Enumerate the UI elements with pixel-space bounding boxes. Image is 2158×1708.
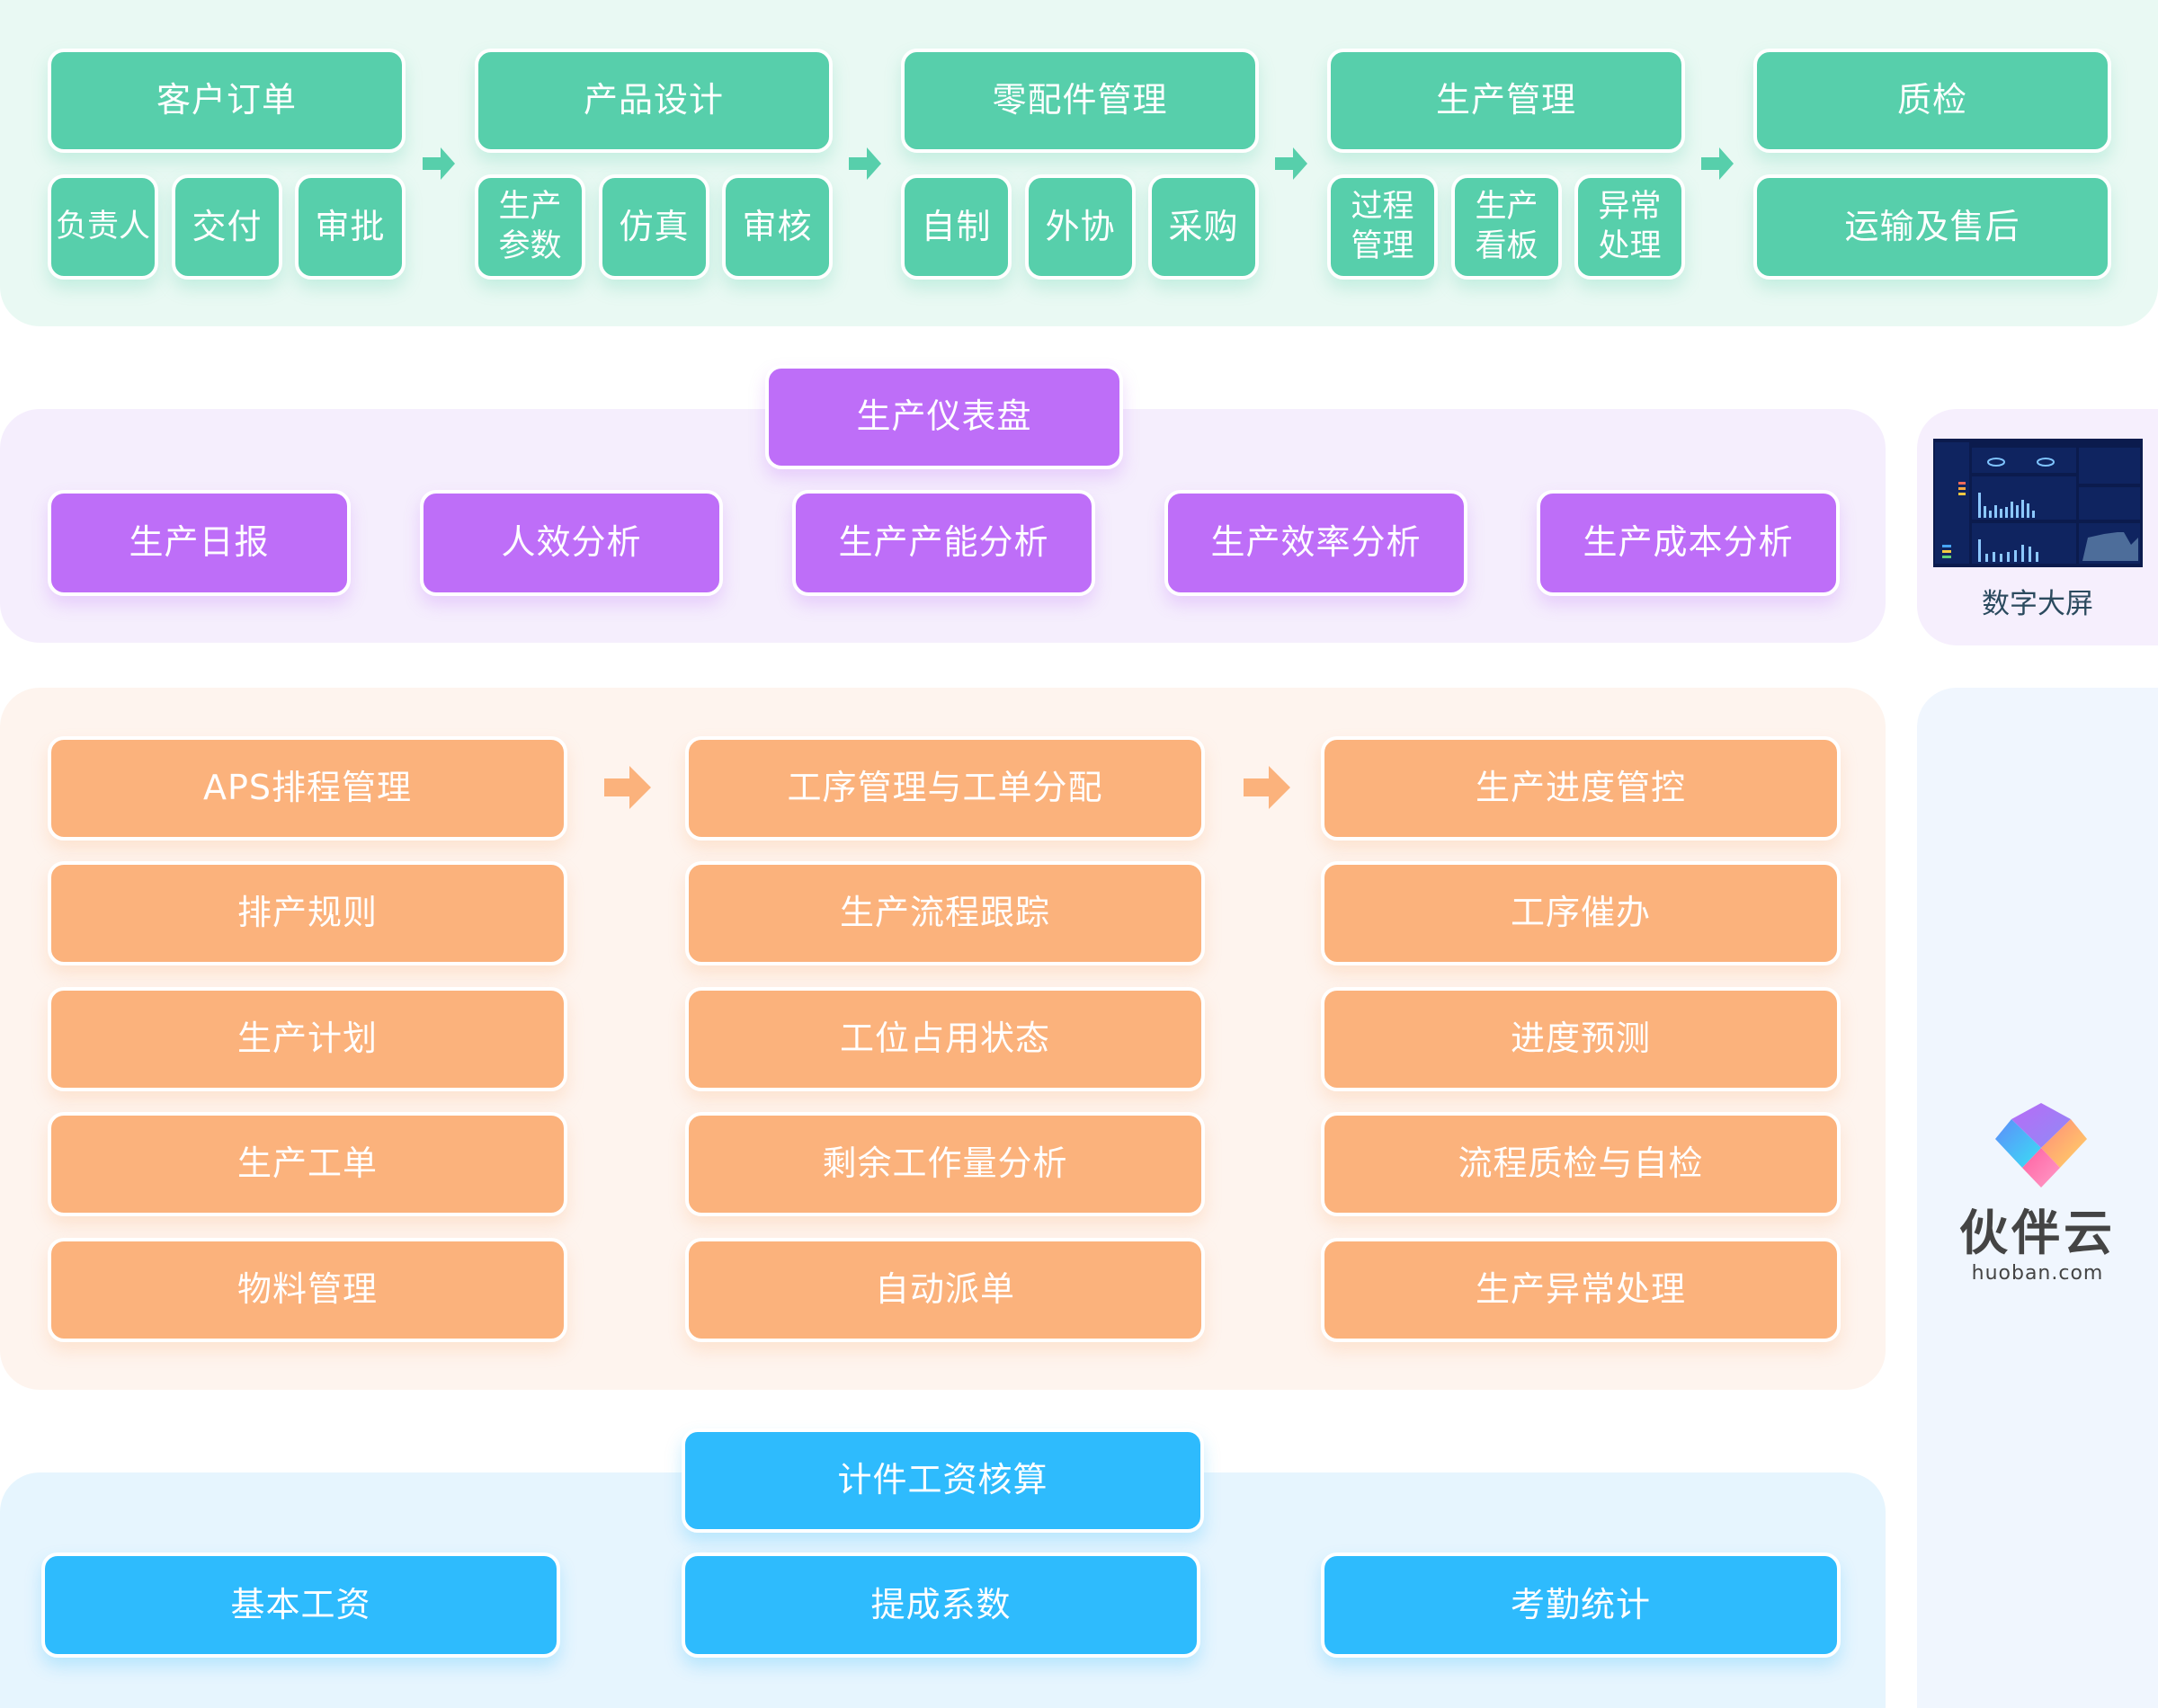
production-item[interactable]: 剩余工作量分析 (685, 1112, 1205, 1216)
production-column-title[interactable]: 生产进度管控 (1321, 736, 1841, 841)
big-screen-label: 数字大屏 (1982, 588, 2093, 620)
dashboard-preview-image (1935, 442, 2140, 564)
brand-domain: huoban.com (1971, 1262, 2104, 1285)
flow-item[interactable]: 仿真 (599, 174, 709, 280)
flow-item[interactable]: 自制 (901, 174, 1012, 280)
flow-item[interactable]: 过程 管理 (1327, 174, 1438, 280)
wages-title[interactable]: 计件工资核算 (682, 1428, 1204, 1533)
production-item[interactable]: 自动派单 (685, 1238, 1205, 1342)
arrow-right-icon (604, 766, 651, 809)
production-item[interactable]: 物料管理 (48, 1238, 567, 1342)
dashboard-item[interactable]: 生产成本分析 (1537, 490, 1840, 596)
wages-item[interactable]: 基本工资 (41, 1552, 560, 1658)
huoban-logo-icon (1995, 1103, 2087, 1188)
arrow-right-icon (1275, 147, 1307, 180)
brand-panel (1917, 688, 2158, 1708)
wages-item[interactable]: 考勤统计 (1321, 1552, 1841, 1658)
big-screen-thumbnail[interactable] (1933, 439, 2143, 567)
flow-item[interactable]: 外协 (1025, 174, 1136, 280)
flow-title-customer-order[interactable]: 客户订单 (48, 49, 406, 153)
production-item[interactable]: 生产工单 (48, 1112, 567, 1216)
flow-item[interactable]: 生产 参数 (475, 174, 585, 280)
production-item[interactable]: 工位占用状态 (685, 987, 1205, 1091)
flow-item[interactable]: 审批 (295, 174, 406, 280)
dashboard-item[interactable]: 生产效率分析 (1164, 490, 1467, 596)
flow-item[interactable]: 交付 (172, 174, 282, 280)
flow-item[interactable]: 负责人 (48, 174, 158, 280)
dashboard-item[interactable]: 人效分析 (420, 490, 723, 596)
production-item[interactable]: 生产流程跟踪 (685, 861, 1205, 965)
production-item[interactable]: 进度预测 (1321, 987, 1841, 1091)
arrow-right-icon (423, 147, 455, 180)
wages-item[interactable]: 提成系数 (682, 1552, 1200, 1658)
arrow-right-icon (849, 147, 881, 180)
production-column-title[interactable]: 工序管理与工单分配 (685, 736, 1205, 841)
production-item[interactable]: 流程质检与自检 (1321, 1112, 1841, 1216)
flow-title-parts-management[interactable]: 零配件管理 (901, 49, 1259, 153)
production-item[interactable]: 生产异常处理 (1321, 1238, 1841, 1342)
flow-title-quality-check[interactable]: 质检 (1753, 49, 2111, 153)
dashboard-title[interactable]: 生产仪表盘 (765, 365, 1123, 469)
arrow-right-icon (1701, 147, 1734, 180)
flow-item[interactable]: 审核 (722, 174, 833, 280)
dashboard-item[interactable]: 生产日报 (48, 490, 351, 596)
flow-title-production-management[interactable]: 生产管理 (1327, 49, 1685, 153)
flow-item[interactable]: 生产 看板 (1451, 174, 1562, 280)
brand-name: 伙伴云 (1959, 1205, 2116, 1261)
flow-item[interactable]: 运输及售后 (1753, 174, 2111, 280)
production-item[interactable]: 生产计划 (48, 987, 567, 1091)
flow-title-product-design[interactable]: 产品设计 (475, 49, 833, 153)
production-item[interactable]: 工序催办 (1321, 861, 1841, 965)
production-item[interactable]: 排产规则 (48, 861, 567, 965)
flow-item[interactable]: 异常 处理 (1574, 174, 1685, 280)
dashboard-item[interactable]: 生产产能分析 (792, 490, 1095, 596)
arrow-right-icon (1244, 766, 1290, 809)
flow-item[interactable]: 采购 (1148, 174, 1259, 280)
production-column-title[interactable]: APS排程管理 (48, 736, 567, 841)
